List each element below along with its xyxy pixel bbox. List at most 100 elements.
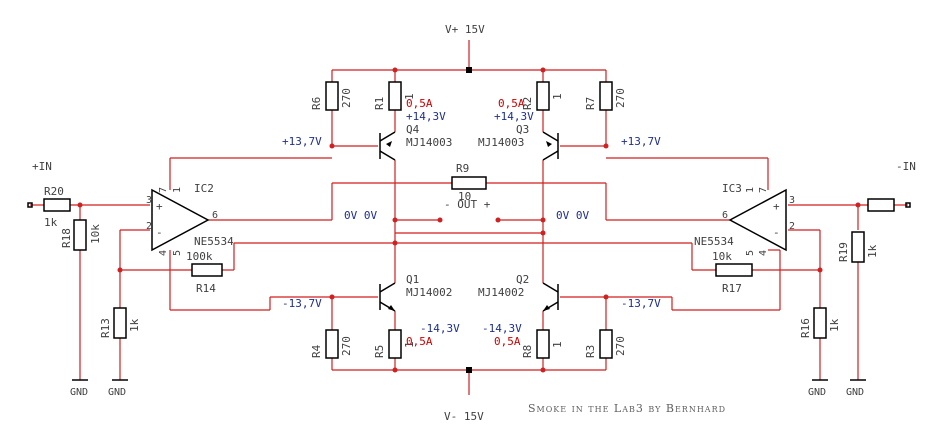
resistor-r14: [191, 263, 223, 277]
ic2-pin-7: 7: [158, 187, 169, 193]
ic3-pin-6: 6: [722, 210, 728, 221]
opamp-ic2: [151, 188, 210, 252]
output-label: - OUT +: [444, 198, 491, 211]
r17-value: 10k: [89, 224, 102, 244]
r2-value: 1: [551, 93, 564, 100]
r4-name: R4: [310, 344, 323, 358]
resistor-r18: [851, 231, 865, 263]
input-minus-label: -IN: [896, 160, 916, 173]
gnd-label-3: GND: [808, 387, 826, 398]
r14-value: 100k: [186, 250, 213, 263]
voltage-out-left: 0V 0V: [344, 209, 377, 222]
r7-value: 270: [614, 88, 627, 108]
r6-value: 270: [340, 88, 353, 108]
junctions: [77, 67, 861, 373]
current-r1: 0,5A: [406, 97, 433, 110]
ic3-pin-2: 2: [789, 221, 795, 232]
r9-value: 10: [458, 190, 471, 203]
q1-part: MJ14002: [406, 286, 452, 299]
resistor-r19: [43, 198, 71, 212]
voltage-base-q4: +13,7V: [282, 135, 322, 148]
voltage-emitter-q1: -14,3V: [420, 322, 460, 335]
ic3-pin-3: 3: [789, 195, 795, 206]
resistor-r15: [715, 263, 753, 277]
r15-name: R17: [722, 282, 742, 295]
r5-value: 1: [403, 341, 416, 348]
gnd-label-2: GND: [108, 387, 126, 398]
supply-positive-label: V+ 15V: [445, 23, 485, 36]
resistor-r4: [325, 329, 339, 359]
transistor-q1: [379, 282, 396, 312]
ic2-pin-4: 4: [158, 250, 169, 256]
q2-part: MJ14002: [478, 286, 524, 299]
ic3-plus-sign: +: [773, 200, 780, 213]
current-r2: 0,5A: [498, 97, 525, 110]
transistors: [379, 131, 559, 312]
ic3-pin-7: 7: [758, 187, 769, 193]
opamp-ic3: [728, 188, 787, 252]
ic2-plus-sign: +: [156, 200, 163, 213]
voltage-emitter-q4: +14,3V: [406, 110, 446, 123]
r5-name: R5: [373, 345, 386, 358]
q3-part: MJ14003: [478, 136, 524, 149]
resistor-r6: [325, 81, 339, 111]
ic3-pin-1: 1: [745, 187, 756, 193]
r6-name: R6: [310, 97, 323, 110]
voltage-base-q1: -13,7V: [282, 297, 322, 310]
r1-name: R1: [373, 97, 386, 110]
voltage-emitter-q3: +14,3V: [494, 110, 534, 123]
r7-name: R7: [584, 97, 597, 110]
q1-name: Q1: [406, 273, 419, 286]
r8-value: 1: [551, 341, 564, 348]
voltage-base-q3: +13,7V: [621, 135, 661, 148]
r3-name: R3: [584, 345, 597, 358]
transistor-q2: [542, 282, 559, 312]
voltage-base-q2: -13,7V: [621, 297, 661, 310]
ic2-part: NE5534: [194, 235, 234, 248]
ic3-minus-sign: -: [773, 226, 780, 239]
r13-value: 1k: [128, 318, 141, 332]
resistor-r13: [113, 307, 127, 339]
resistor-r8: [536, 329, 550, 359]
resistor-r7: [599, 81, 613, 111]
ic3-pin-5: 5: [745, 250, 756, 256]
r18-value: 1k: [866, 244, 879, 258]
resistor-r5: [388, 329, 402, 359]
wires: [30, 40, 908, 395]
r16-value: 1k: [828, 318, 841, 332]
r19-value: 1k: [44, 216, 58, 229]
supply-negative-label: V- 15V: [444, 410, 484, 423]
r13-name: R13: [99, 318, 112, 338]
r16-name: R16: [799, 318, 812, 338]
connector-pads: [27, 67, 911, 373]
current-r8: 0,5A: [494, 335, 521, 348]
ic2-name: IC2: [194, 182, 214, 195]
ic2-pin-5: 5: [172, 250, 183, 256]
ic2-pin-3: 3: [146, 195, 152, 206]
ic2-pin-1: 1: [172, 187, 183, 193]
ic3-pin-4: 4: [758, 250, 769, 256]
resistor-r20: [867, 198, 895, 212]
resistor-r17: [73, 219, 87, 251]
resistor-r2: [536, 81, 550, 111]
gnd-label-4: GND: [846, 387, 864, 398]
input-plus-label: +IN: [32, 160, 52, 173]
resistor-r1: [388, 81, 402, 111]
resistor-r9: [451, 176, 487, 190]
current-r5: 0,5A: [406, 335, 433, 348]
resistor-r3: [599, 329, 613, 359]
gnd-label-1: GND: [70, 387, 88, 398]
ic3-part: NE5534: [694, 235, 734, 248]
transistor-q3: [542, 131, 559, 161]
ic2-minus-sign: -: [156, 226, 163, 239]
r1-value: 1: [403, 93, 416, 100]
ic3-name: IC3: [722, 182, 742, 195]
voltage-emitter-q2: -14,3V: [482, 322, 522, 335]
r3-value: 270: [614, 336, 627, 356]
r8-name: R8: [521, 345, 534, 358]
transistor-q4: [379, 131, 396, 161]
resistor-r16: [813, 307, 827, 339]
r19-name: R20: [44, 185, 64, 198]
r14-name: R14: [196, 282, 216, 295]
